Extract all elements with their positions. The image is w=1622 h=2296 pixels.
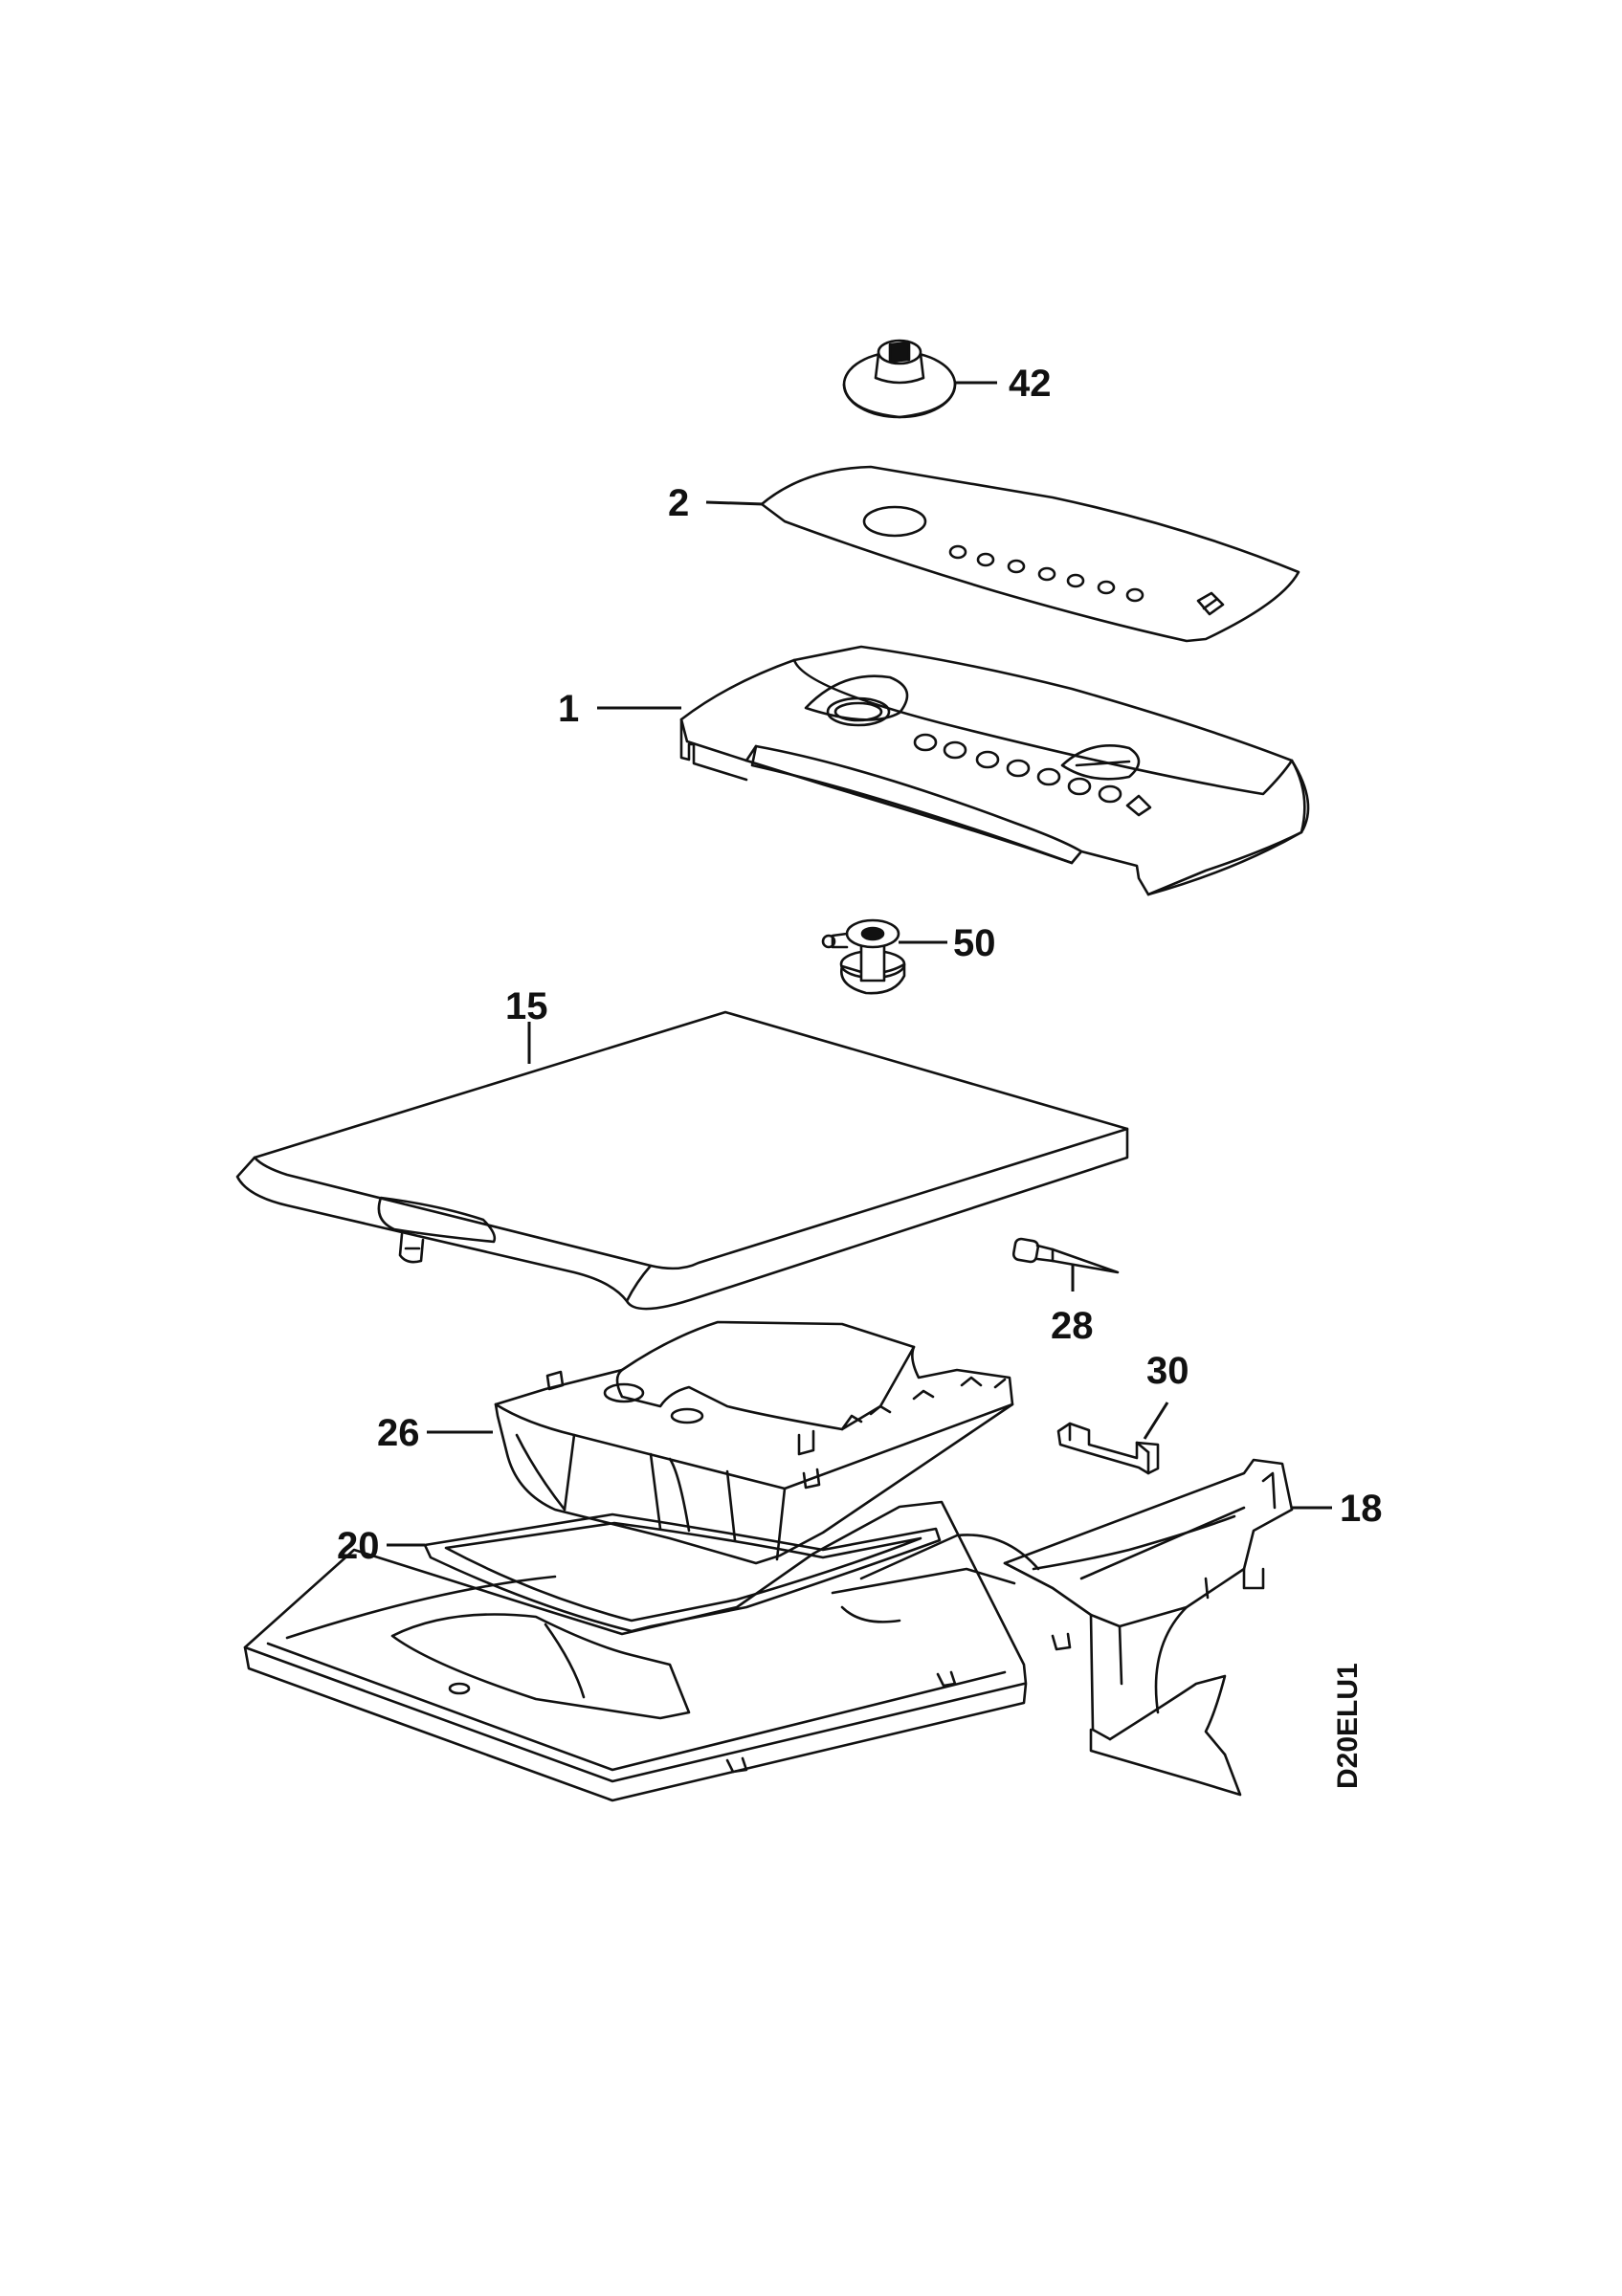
callout-20[interactable]: 20: [337, 1525, 380, 1567]
callout-2[interactable]: 2: [668, 482, 690, 524]
part-50-valve[interactable]: [821, 918, 906, 995]
part-42-knob[interactable]: [842, 339, 957, 419]
callout-42[interactable]: 42: [1009, 363, 1052, 405]
callout-15[interactable]: 15: [505, 985, 548, 1027]
part-28-pin[interactable]: [1011, 1237, 1120, 1274]
callout-18[interactable]: 18: [1340, 1488, 1383, 1530]
callout-50[interactable]: 50: [953, 922, 996, 964]
callout-28[interactable]: 28: [1051, 1305, 1094, 1347]
base-worktop[interactable]: [243, 1500, 1072, 1802]
part-30-clip[interactable]: [1056, 1422, 1160, 1475]
callout-26[interactable]: 26: [377, 1412, 420, 1454]
leader-30: [1143, 1402, 1169, 1440]
drawing-code: D20ELU1: [1332, 1663, 1364, 1789]
part-2-panel-decal[interactable]: [760, 465, 1300, 643]
part-26-dispenser[interactable]: [494, 1320, 1014, 1565]
part-1-control-panel[interactable]: [679, 645, 1310, 896]
leader-2: [705, 500, 765, 506]
part-15-lid[interactable]: [235, 1010, 1129, 1311]
callout-30[interactable]: 30: [1146, 1350, 1189, 1392]
part-20-gasket[interactable]: [423, 1512, 942, 1633]
part-18-support[interactable]: [1003, 1458, 1294, 1797]
callout-1[interactable]: 1: [558, 688, 580, 730]
